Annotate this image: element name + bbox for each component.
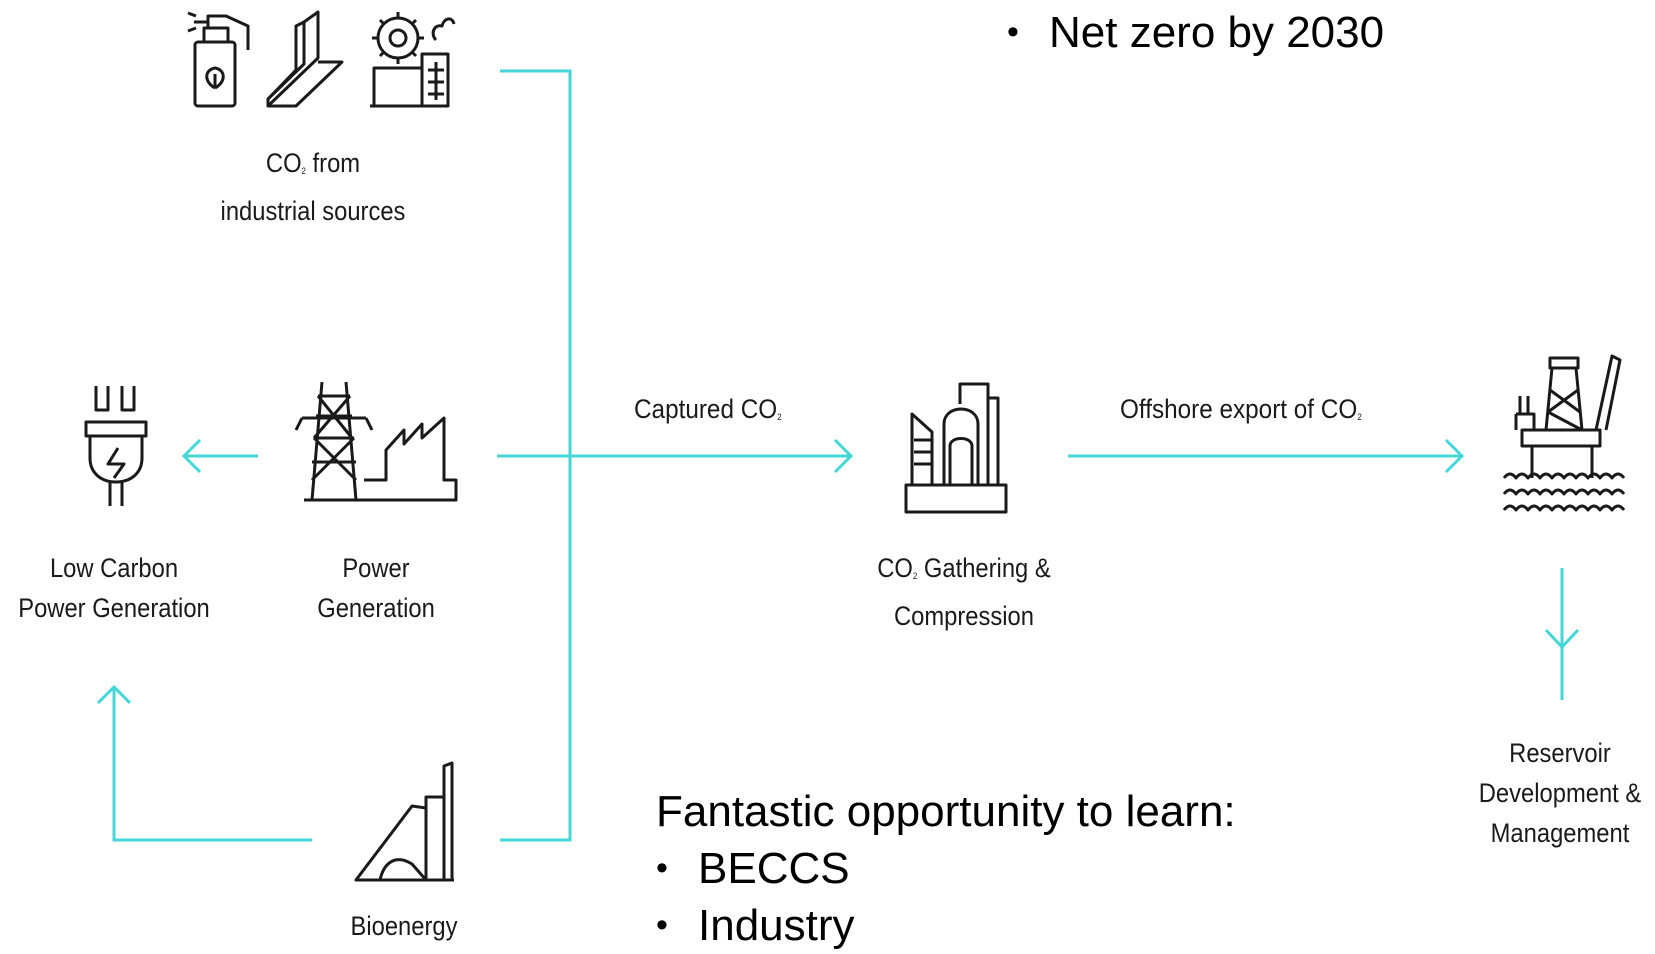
- bullet-industry: Industry: [656, 897, 1236, 954]
- bullet-beccs: BECCS: [656, 840, 1236, 897]
- power-to-lowcarbon-arrow: [181, 438, 258, 474]
- captured-co2-label: Captured CO2: [634, 394, 782, 425]
- flow-lines: [96, 69, 1580, 842]
- reservoir-line3: Management: [1490, 818, 1630, 848]
- offshore-export-label: Offshore export of CO2: [1120, 394, 1362, 425]
- power-gen-line1: Power: [342, 553, 410, 583]
- bioenergy-to-lowcarbon-arrow: [96, 684, 312, 842]
- industrial-from-text: from: [305, 148, 361, 178]
- bullet-net-zero: Net zero by 2030: [1007, 8, 1384, 58]
- bioenergy-text: Bioenergy: [350, 911, 458, 941]
- reservoir-line2: Development &: [1478, 778, 1642, 808]
- spray-bottle-icon: [187, 11, 250, 108]
- gathering-compression-label: CO2 Gathering & Compression: [858, 548, 1069, 636]
- bioenergy-label: Bioenergy: [341, 906, 468, 946]
- low-carbon-line2: Power Generation: [18, 593, 210, 623]
- reservoir-label: Reservoir Development & Management: [1474, 733, 1646, 853]
- gas-plant-icon: [904, 382, 1008, 514]
- industrial-co2-subscript: 2: [301, 166, 306, 176]
- power-generation-label: Power Generation: [306, 548, 447, 628]
- industrial-sources-label: CO2 from industrial sources: [198, 143, 429, 231]
- captured-co2-text: Captured CO: [634, 394, 778, 424]
- offshore-export-arrow: [1068, 438, 1465, 474]
- industrial-co2-text: CO: [265, 148, 302, 178]
- pylon-factory-icon: [294, 381, 458, 502]
- offshore-rig-icon: [1502, 354, 1626, 512]
- bioenergy-icon: [354, 761, 454, 882]
- factory-gear-icon: [370, 12, 456, 108]
- low-carbon-label: Low Carbon Power Generation: [14, 548, 215, 628]
- steel-beam-icon: [266, 10, 344, 108]
- net-zero-bullet-list: Net zero by 2030: [1007, 8, 1384, 58]
- power-gen-line2: Generation: [317, 593, 435, 623]
- compression-text: Compression: [894, 601, 1034, 631]
- power-plug-icon: [84, 386, 148, 506]
- opportunity-block: Fantastic opportunity to learn: BECCS In…: [656, 784, 1236, 954]
- offshore-export-text: Offshore export of CO: [1120, 394, 1358, 424]
- captured-co2-arrow: [570, 438, 854, 474]
- gathering-co2-text: CO: [877, 553, 913, 583]
- captured-co2-subscript: 2: [777, 412, 782, 422]
- industrial-sources-text: industrial sources: [220, 196, 406, 226]
- gathering-co2-subscript: 2: [912, 571, 918, 581]
- low-carbon-line1: Low Carbon: [49, 553, 179, 583]
- gathering-text: Gathering &: [917, 553, 1051, 583]
- opportunity-heading: Fantastic opportunity to learn:: [656, 787, 1236, 836]
- reservoir-line1: Reservoir: [1509, 738, 1611, 768]
- rig-to-reservoir-arrow: [1544, 568, 1580, 700]
- offshore-co2-subscript: 2: [1357, 412, 1362, 422]
